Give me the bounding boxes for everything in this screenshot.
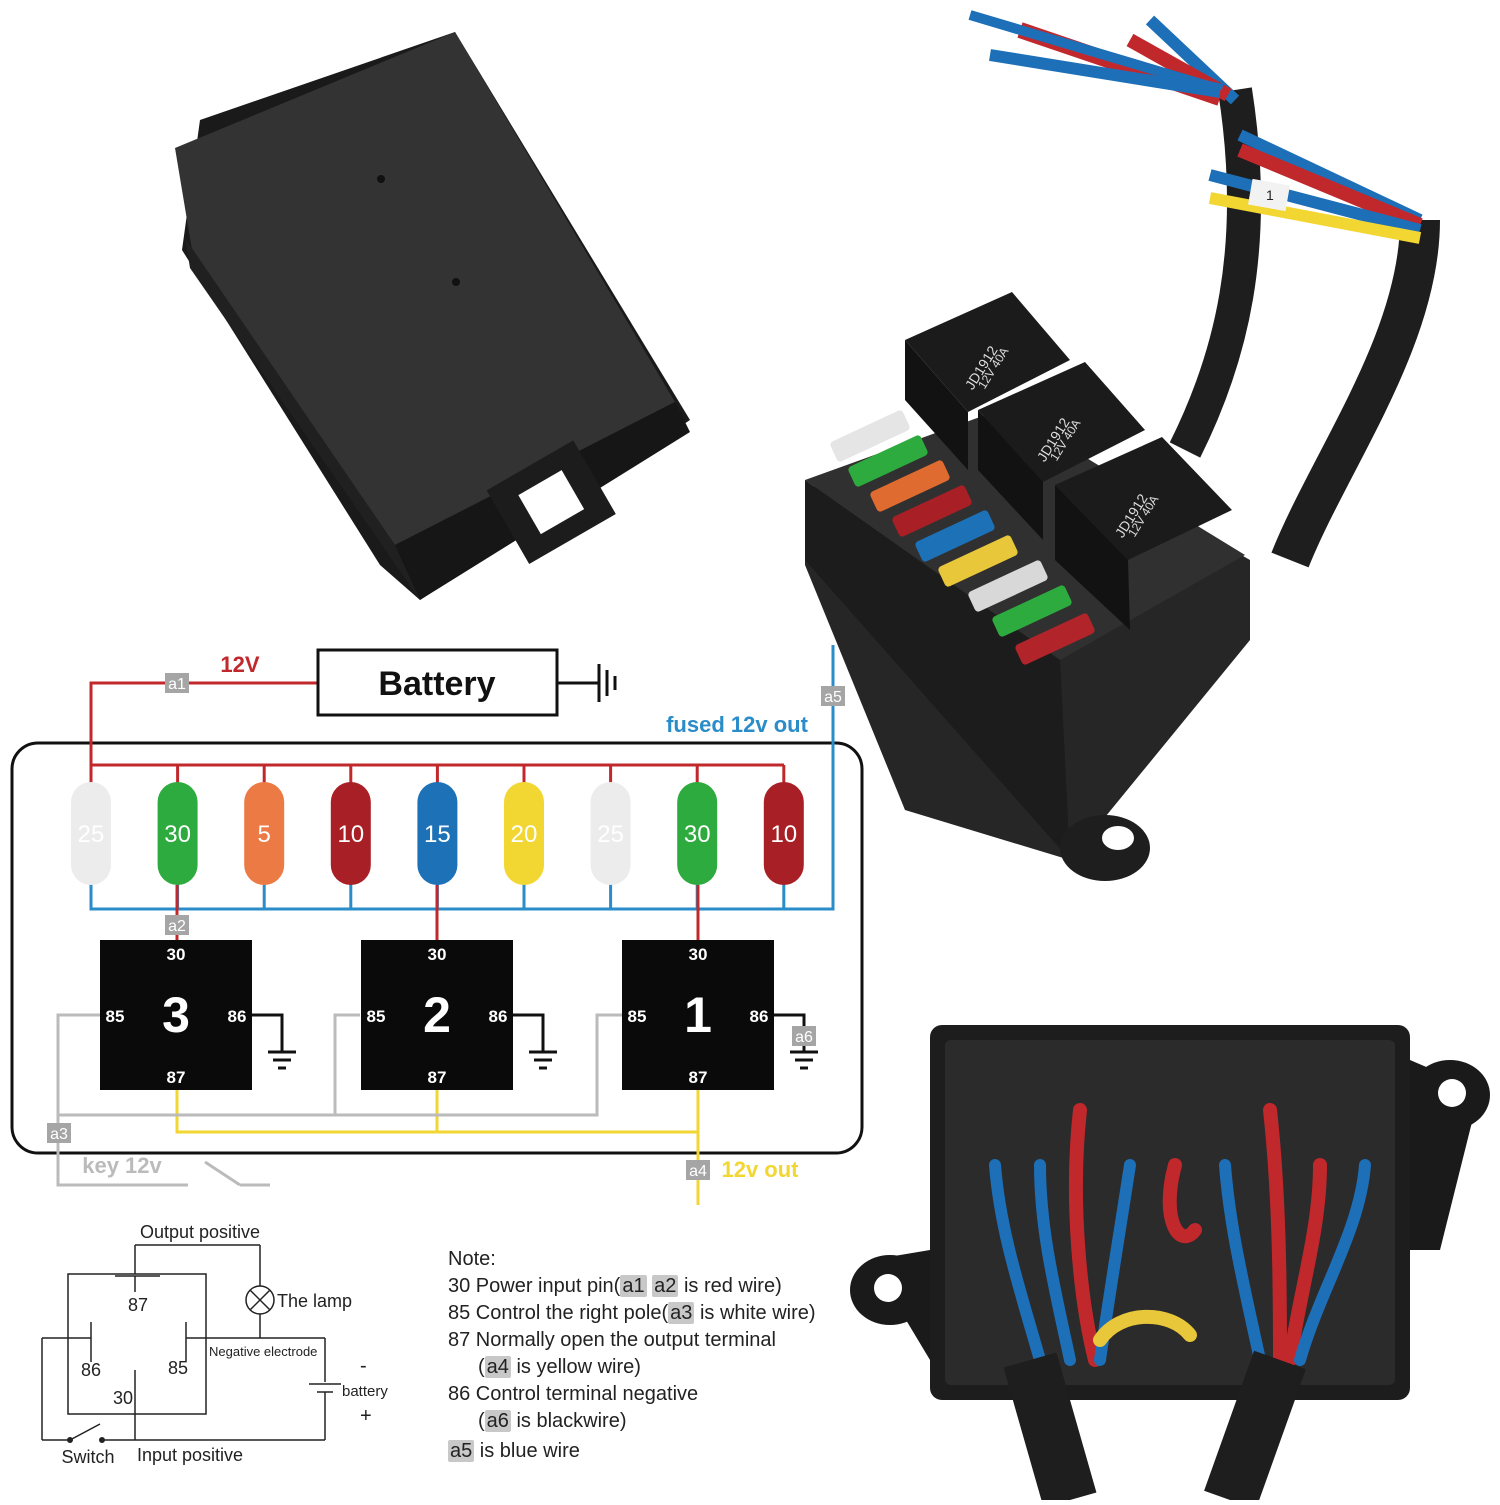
relay-pin-30: 30 — [167, 945, 186, 964]
relay-pin-86: 86 — [489, 1007, 508, 1026]
fuse-value-label: 15 — [424, 821, 451, 848]
out-12v-label: 12v out — [721, 1157, 799, 1182]
svg-text:a3: a3 — [50, 1126, 68, 1143]
fuse-box-underside-photo — [850, 1025, 1490, 1505]
fuse — [244, 782, 285, 885]
fuse — [417, 782, 458, 885]
note-title: Note: — [448, 1248, 496, 1270]
svg-text:a2: a2 — [168, 918, 186, 935]
harness-tag: 1 — [1266, 187, 1274, 203]
battery-label: Battery — [378, 665, 495, 703]
relay-schematic — [41, 1244, 341, 1441]
svg-text:a6: a6 — [795, 1029, 813, 1046]
relay-pin-85: 85 — [367, 1007, 386, 1026]
relay-number: 3 — [162, 987, 190, 1043]
a6-black-wire — [252, 1013, 284, 1052]
input-positive-label: Input positive — [137, 1445, 243, 1465]
lamp-label: The lamp — [277, 1291, 352, 1311]
fused-out-label: fused 12v out — [666, 712, 808, 737]
note-line-86: 86 Control terminal negative — [448, 1383, 699, 1405]
fuse — [504, 782, 544, 885]
voltage-label: 12V — [220, 652, 259, 677]
switch-label: Switch — [61, 1447, 114, 1467]
svg-text:a5: a5 — [824, 689, 842, 706]
fuse-box-outline — [10, 741, 864, 1155]
tag-a1 — [165, 673, 189, 693]
relay-pin-86: 86 — [228, 1007, 247, 1026]
pin-86-label: 86 — [81, 1360, 101, 1380]
minus-label: - — [360, 1355, 367, 1377]
note-line-30: 30 Power input pin(a1 a2 is red wire) — [448, 1275, 782, 1297]
pin-30-label: 30 — [113, 1388, 133, 1408]
relay-block — [361, 940, 513, 1090]
relay-pin-85: 85 — [106, 1007, 125, 1026]
relay-row: 3 30 85 86 87 2 30 85 86 87 1 30 85 86 87 — [100, 940, 818, 1090]
fuse-value-label: 25 — [597, 821, 624, 848]
lamp-icon — [245, 1285, 275, 1315]
a6-black-wire — [513, 1013, 545, 1052]
fuse-value-label: 20 — [511, 821, 538, 848]
battery-small-label: battery — [342, 1383, 388, 1400]
svg-text:a4: a4 — [689, 1163, 707, 1180]
fuse-value-label: 30 — [684, 821, 711, 848]
tag-a5 — [821, 686, 845, 706]
fuse-box-cover-photo — [175, 32, 690, 600]
battery-box — [316, 648, 559, 717]
note-line-87: 87 Normally open the output terminal — [448, 1329, 776, 1351]
relay-number: 1 — [684, 987, 712, 1043]
fuse — [330, 782, 371, 885]
relay-pin-30: 30 — [428, 945, 447, 964]
key-12v-label: key 12v — [82, 1153, 162, 1178]
tag-a2 — [165, 915, 189, 935]
fuse — [763, 782, 804, 885]
fuse-value-label: 10 — [770, 821, 797, 848]
relay-pin-87: 87 — [689, 1068, 708, 1087]
tag-a3 — [47, 1123, 71, 1143]
note-line-85: 85 Control the right pole(a3 is white wi… — [448, 1302, 816, 1324]
output-positive-label: Output positive — [140, 1222, 260, 1242]
relay-pin-30: 30 — [689, 945, 708, 964]
fuse-value-label: 30 — [164, 821, 191, 848]
svg-text:a1: a1 — [168, 676, 186, 693]
fuse — [677, 782, 718, 885]
plus-label: + — [360, 1405, 372, 1427]
relay-pin-85: 85 — [628, 1007, 647, 1026]
fuse-value-label: 25 — [78, 821, 105, 848]
fuse-value-label: 10 — [337, 821, 364, 848]
a3-white-wire — [56, 1013, 622, 1187]
relay-pin-87: 87 — [167, 1068, 186, 1087]
note-line-a5: a5 is blue wire — [448, 1440, 580, 1462]
fuse — [157, 782, 198, 885]
relay-block — [622, 940, 774, 1090]
negative-electrode-label: Negative electrode — [209, 1344, 317, 1359]
tag-a6 — [792, 1026, 816, 1046]
note-block: Note: 30 Power input pin(a1 a2 is red wi… — [448, 1246, 816, 1465]
switch-icon — [67, 1437, 73, 1443]
pin-85-label: 85 — [168, 1358, 188, 1378]
tag-a4 — [686, 1160, 710, 1180]
relay-block — [100, 940, 252, 1090]
fuse — [590, 782, 631, 885]
blade-fuse-row — [830, 410, 1095, 665]
wiring-diagram: Battery 12V a1 a5 fused 12v out 25 30 5 10 1… — [10, 645, 864, 1205]
relay-number: 2 — [423, 987, 451, 1043]
note-line-a6: (a6 is blackwire) — [478, 1410, 627, 1432]
relay-pin-86: 86 — [750, 1007, 769, 1026]
pin-87-label: 87 — [128, 1295, 148, 1315]
a4-yellow-wire — [175, 1090, 698, 1134]
fuse-relay-box-photo: 1 JD1912 12V 40A JD1912 12V 40A JD1912 1… — [805, 10, 1440, 881]
note-line-a4: (a4 is yellow wire) — [478, 1356, 641, 1378]
fuse — [71, 782, 111, 885]
relay-pin-87: 87 — [428, 1068, 447, 1087]
fuse-value-label: 5 — [258, 821, 271, 848]
fuse-row: 25 30 5 10 15 20 25 30 10 — [71, 765, 804, 909]
